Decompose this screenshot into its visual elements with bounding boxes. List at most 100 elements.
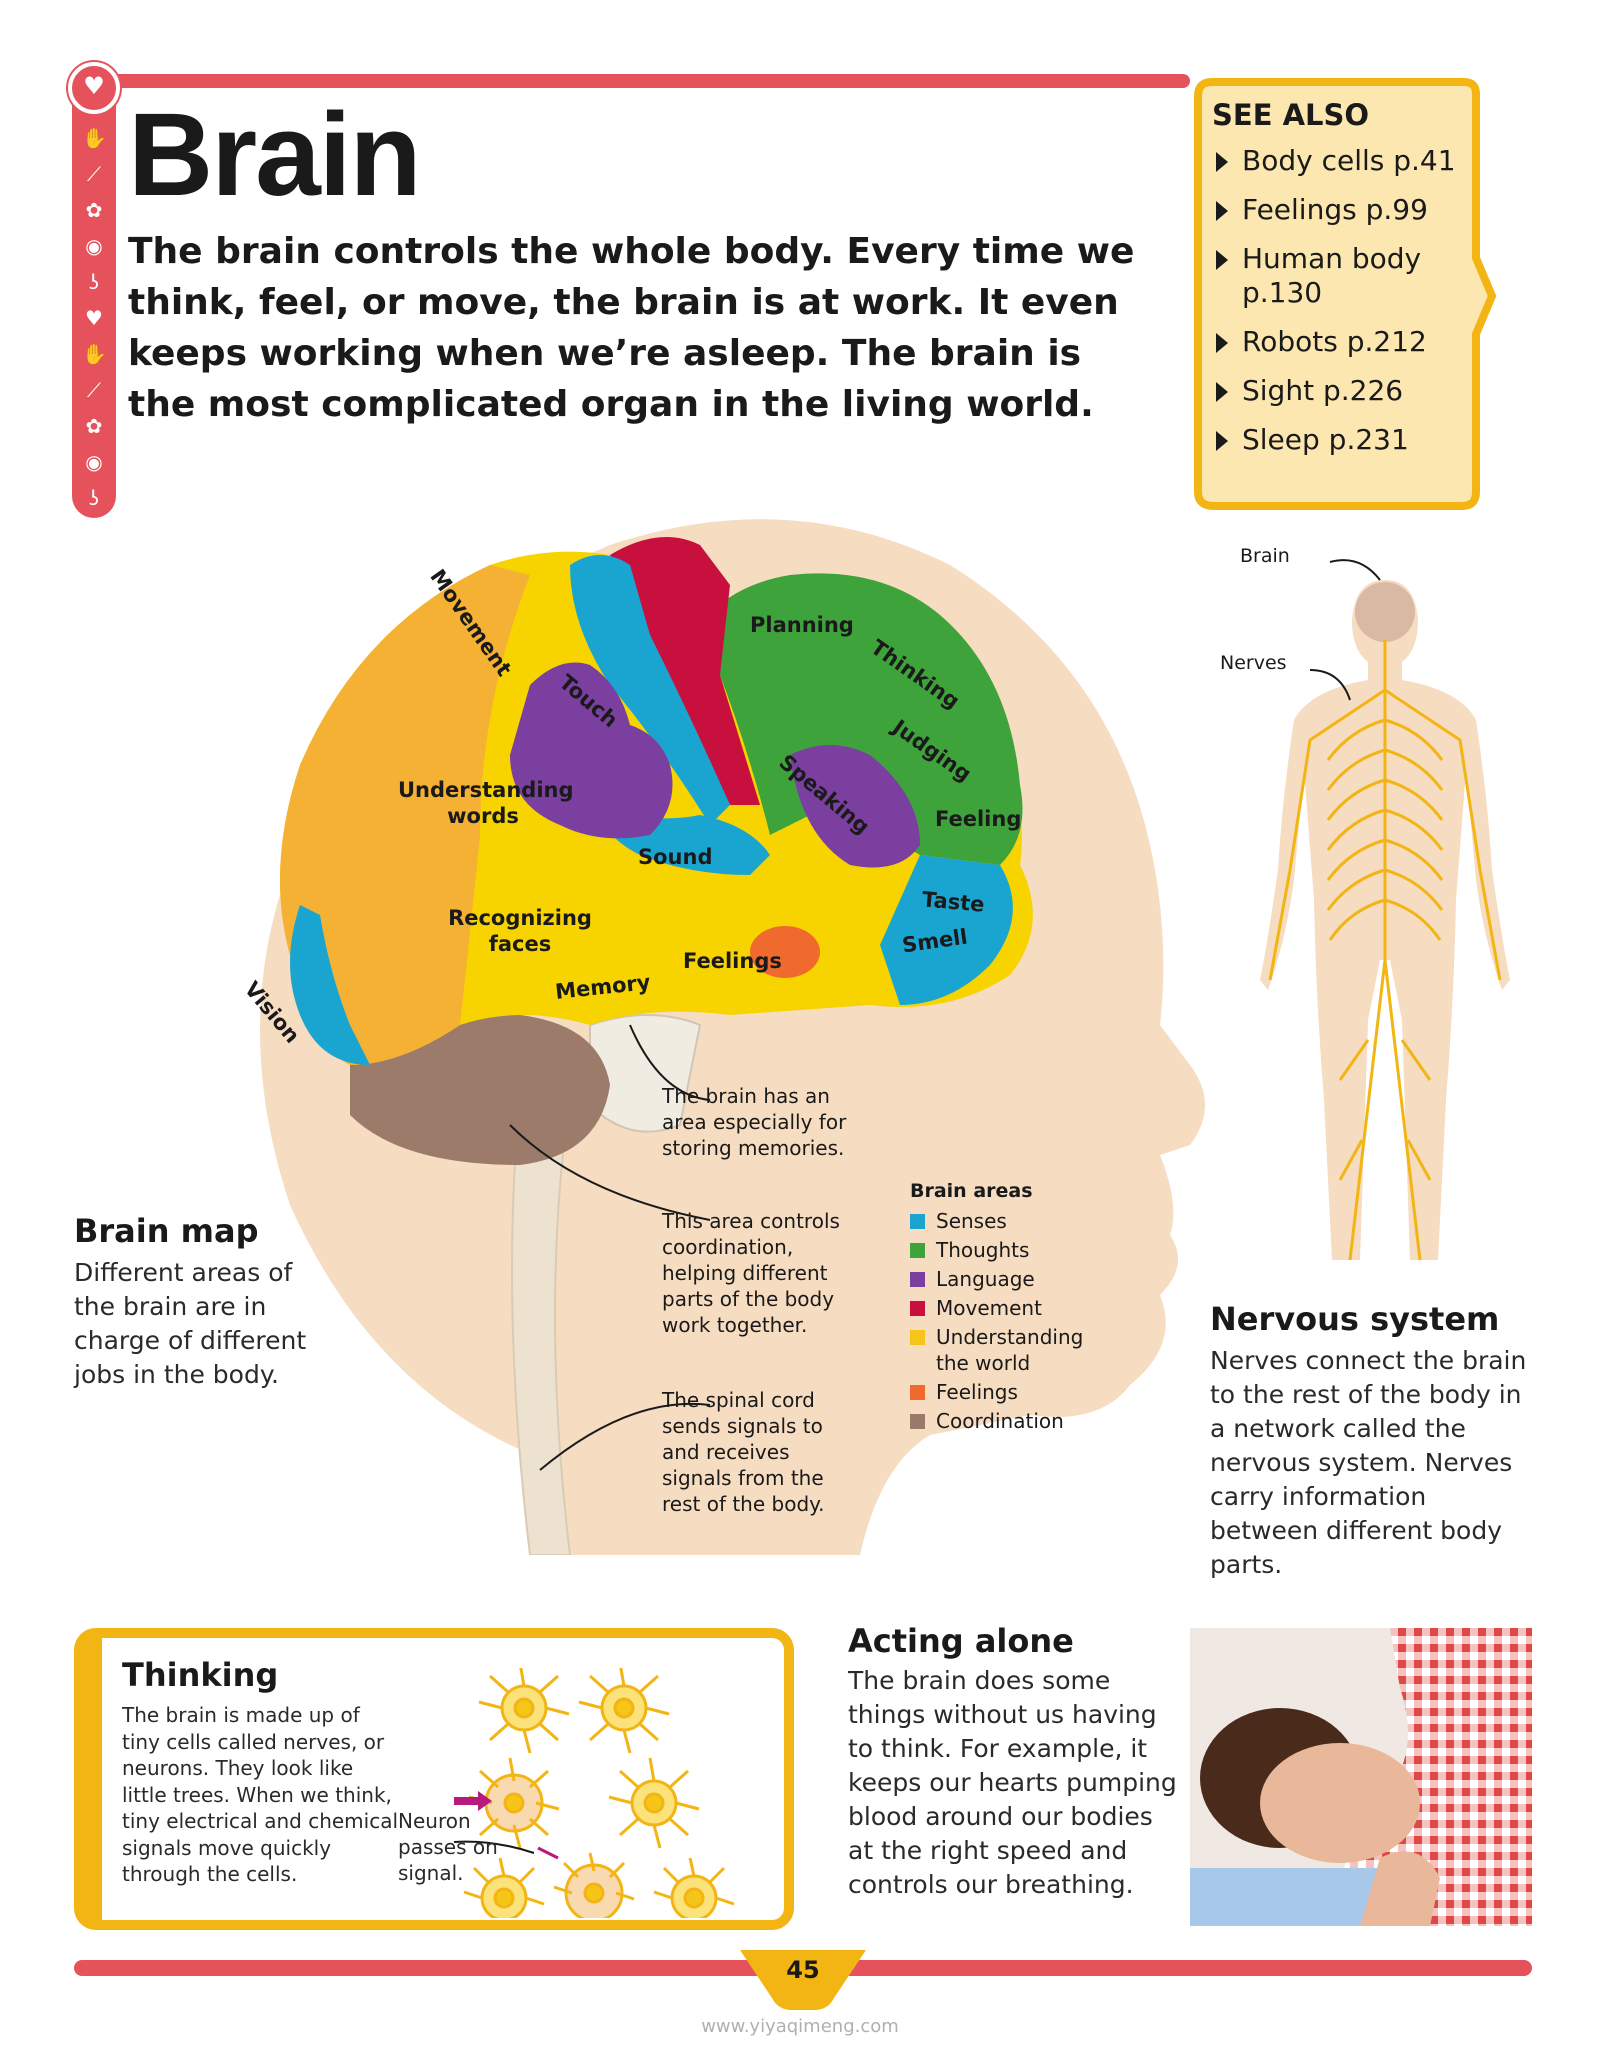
label-understanding-words: Understanding words <box>398 778 574 828</box>
legend-swatch <box>910 1414 925 1429</box>
legend-item: Understanding the world <box>910 1324 1090 1376</box>
brain-icon: ✿ <box>85 414 103 438</box>
nervous-system-title: Nervous system <box>1210 1300 1500 1338</box>
page-number-tab <box>740 1950 866 2010</box>
label-recognizing-faces: Recognizing faces <box>448 906 592 956</box>
nerve-network <box>1268 640 1502 1261</box>
label-planning: Planning <box>750 613 854 637</box>
figure-label-nerves: Nerves <box>1220 652 1287 674</box>
callout-coordination: This area controls coordination, helping… <box>662 1209 840 1337</box>
callout-memory: The brain has an area especially for sto… <box>662 1084 847 1160</box>
brain-stem <box>589 1014 702 1133</box>
brain-green-region <box>700 573 1023 865</box>
arrow-right-icon <box>1216 250 1228 270</box>
brain-purple-speaking <box>790 745 920 868</box>
legend-swatch <box>910 1330 925 1345</box>
see-also-item[interactable]: Body cells p.41 <box>1212 144 1482 178</box>
heart-badge-icon <box>68 62 120 114</box>
legend-item: Feelings <box>910 1379 1140 1405</box>
chapter-icon-strip: ♥ ✋ ⟋ ✿ ◉ ʖ ♥ ✋ ⟋ ✿ ◉ ʖ <box>68 62 120 518</box>
see-also-box: SEE ALSO Body cells p.41 Feelings p.99 H… <box>1192 78 1498 512</box>
callout-arrow-memory <box>629 1024 711 1101</box>
label-sound: Sound <box>638 845 713 869</box>
top-rule <box>110 74 1190 88</box>
legend-label: Language <box>936 1267 1035 1291</box>
neurons-illustration <box>454 1668 735 1918</box>
callout-arrow-coordination <box>509 1124 711 1221</box>
legend-item: Senses <box>910 1208 1140 1234</box>
legend-swatch <box>910 1214 925 1229</box>
signal-arrow-1-head <box>478 1791 492 1811</box>
legend-swatch <box>910 1301 925 1316</box>
cerebellum <box>350 1013 610 1165</box>
nerves-pointer-arrow <box>1309 669 1351 701</box>
arrow-right-icon <box>1216 152 1228 172</box>
see-also-item[interactable]: Human body p.130 <box>1212 242 1482 310</box>
nervous-system-text: Nerves connect the brain to the rest of … <box>1210 1346 1527 1579</box>
page-number: 45 <box>786 1956 820 1984</box>
legend-item: Movement <box>910 1295 1140 1321</box>
legend-item: Thoughts <box>910 1237 1140 1263</box>
callout-arrow-spinal <box>539 1402 711 1471</box>
legend-label: Movement <box>936 1296 1042 1320</box>
legend-item: Coordination <box>910 1408 1140 1434</box>
see-also-link[interactable]: Robots p.212 <box>1242 325 1427 358</box>
watermark: www.yiyaqimeng.com <box>701 2016 899 2037</box>
sleeping-child-photo <box>1190 1628 1532 1926</box>
figure-brain <box>1355 582 1415 642</box>
callout-spinal-cord: The spinal cord sends signals to and rec… <box>662 1388 825 1516</box>
legend-label: Senses <box>936 1209 1007 1233</box>
acting-alone-title: Acting alone <box>848 1622 1074 1660</box>
see-also-item[interactable]: Feelings p.99 <box>1212 193 1482 227</box>
see-also-item[interactable]: Robots p.212 <box>1212 325 1482 359</box>
thinking-text: The brain is made up of tiny cells calle… <box>122 1703 399 1886</box>
brain-feelings-region <box>750 926 820 978</box>
arrow-right-icon <box>1216 333 1228 353</box>
see-also-link[interactable]: Sight p.226 <box>1242 374 1404 407</box>
eye-icon: ◉ <box>85 450 103 474</box>
heart-icon: ♥ <box>83 72 105 100</box>
figure-label-brain: Brain <box>1240 545 1290 567</box>
legend-label: Understanding the world <box>936 1325 1084 1375</box>
neuron-pointer-arrow <box>454 1840 535 1854</box>
brain-map-text: Different areas of the brain are in char… <box>74 1258 307 1389</box>
legend-label: Thoughts <box>936 1238 1030 1262</box>
acting-alone-text: The brain does some things without us ha… <box>848 1666 1177 1899</box>
see-also-link[interactable]: Body cells p.41 <box>1242 144 1456 177</box>
nervous-system-figure: Brain Nerves <box>1220 540 1530 1290</box>
see-also-item[interactable]: Sight p.226 <box>1212 374 1482 408</box>
blue-sheet <box>1190 1868 1390 1926</box>
brain-red-region <box>610 537 760 805</box>
legend-swatch <box>910 1385 925 1400</box>
arrow-right-icon <box>1216 201 1228 221</box>
eye-icon: ◉ <box>85 234 103 258</box>
label-feeling: Feeling <box>935 807 1022 831</box>
brain-orange-region <box>280 565 530 1065</box>
child-face <box>1260 1743 1420 1863</box>
child-arm <box>1360 1851 1440 1926</box>
legend-swatch <box>910 1243 925 1258</box>
label-feelings: Feelings <box>683 949 782 973</box>
brain-pointer-arrow <box>1329 559 1381 581</box>
thinking-title: Thinking <box>122 1656 279 1694</box>
brain-blue-touch <box>570 555 730 825</box>
bone-icon: ⟋ <box>87 378 101 402</box>
legend-swatch <box>910 1272 925 1287</box>
neuron-cells <box>463 1668 735 1918</box>
arrow-right-icon <box>1216 382 1228 402</box>
body-silhouette-illustration <box>1260 559 1510 1261</box>
see-also-title: SEE ALSO <box>1212 98 1370 132</box>
see-also-item[interactable]: Sleep p.231 <box>1212 423 1482 457</box>
see-also-link[interactable]: Human body p.130 <box>1242 242 1422 309</box>
brain-blue-taste-smell <box>880 855 1013 1005</box>
legend-item: Language <box>910 1266 1140 1292</box>
ear-icon: ʖ <box>88 270 100 294</box>
brain-blue-vision <box>290 905 370 1065</box>
see-also-link[interactable]: Feelings p.99 <box>1242 193 1428 226</box>
legend-label: Feelings <box>936 1380 1018 1404</box>
ear-icon: ʖ <box>88 486 100 510</box>
head-brain-illustration <box>260 519 1205 1556</box>
see-also-link[interactable]: Sleep p.231 <box>1242 423 1409 456</box>
legend-label: Coordination <box>936 1409 1064 1433</box>
hand-icon: ✋ <box>82 342 107 366</box>
